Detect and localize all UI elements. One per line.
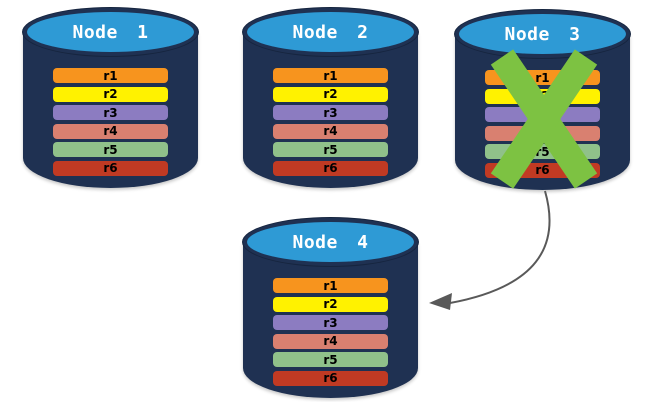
cylinder-top: Node 2	[243, 8, 418, 56]
replica-row-label: r1	[103, 68, 118, 83]
replica-row-r6: r6	[273, 370, 388, 386]
replica-row-r5: r5	[53, 142, 168, 157]
replica-row-r3: r3	[53, 105, 168, 120]
replica-row-r6: r6	[53, 160, 168, 176]
cylinder-top-face	[247, 12, 414, 52]
replica-row-label: r6	[103, 161, 118, 175]
replica-row-r2: r2	[53, 86, 168, 102]
node-1-cylinder: Node 1 r1 r2 r3 r4 r5 r6	[23, 8, 198, 188]
replica-row-r5: r5	[273, 142, 388, 157]
replica-row-r4: r4	[273, 333, 388, 349]
replica-row-label: r2	[323, 297, 338, 311]
replica-row-label: r2	[323, 87, 338, 101]
replica-rows: r1 r2 r3 r4 r5 r6	[273, 278, 388, 386]
replica-row-label: r1	[323, 68, 338, 83]
replica-row-label: r1	[323, 278, 338, 293]
replica-row-r5: r5	[273, 352, 388, 367]
replica-row-label: r3	[323, 105, 338, 120]
cylinder-top-face	[459, 14, 626, 54]
cylinder-top: Node 4	[243, 218, 418, 266]
replica-row-label: r4	[323, 124, 338, 138]
replica-rows: r1 r2 r3 r4 r5 r6	[53, 68, 168, 176]
replica-row-label: r5	[103, 142, 118, 157]
replica-row-r1: r1	[53, 68, 168, 83]
node-title: Node 1	[72, 21, 149, 43]
replica-row-label: r6	[535, 163, 550, 177]
replica-row-label: r5	[323, 142, 338, 157]
replica-row-r1: r1	[273, 278, 388, 293]
cylinder-top-face	[247, 222, 414, 262]
failure-x-icon	[490, 49, 598, 189]
replica-row-label: r6	[323, 161, 338, 175]
replica-row-r1: r1	[273, 68, 388, 83]
failover-arrow	[429, 190, 551, 310]
replica-row-r4: r4	[273, 123, 388, 139]
replica-row-label: r5	[323, 352, 338, 367]
replica-row-r2: r2	[273, 86, 388, 102]
replica-row-r4: r4	[53, 123, 168, 139]
replica-row-label: r3	[103, 105, 118, 120]
replica-row-r6: r6	[273, 160, 388, 176]
replica-row-label: r1	[535, 70, 550, 85]
replica-row-label: r6	[323, 371, 338, 385]
node-2-cylinder: Node 2 r1 r2 r3 r4 r5 r6	[243, 8, 418, 188]
cylinder-top: Node 1	[23, 8, 198, 56]
replica-row-label: r4	[103, 124, 118, 138]
replica-row-r2: r2	[273, 296, 388, 312]
node-title: Node 2	[292, 21, 369, 43]
node-title: Node 4	[292, 231, 369, 253]
replica-row-r3: r3	[273, 105, 388, 120]
cylinder-top: Node 3	[455, 10, 630, 58]
node-title: Node 3	[504, 23, 581, 45]
cylinder-top-face	[27, 12, 194, 52]
replica-rows: r1 r2 r3 r4 r5 r6	[273, 68, 388, 176]
replica-row-r3: r3	[273, 315, 388, 330]
node-4-cylinder: Node 4 r1 r2 r3 r4 r5 r6	[243, 218, 418, 398]
replica-row-label: r3	[323, 315, 338, 330]
replica-row-label: r4	[323, 334, 338, 348]
replica-row-label: r2	[103, 87, 118, 101]
